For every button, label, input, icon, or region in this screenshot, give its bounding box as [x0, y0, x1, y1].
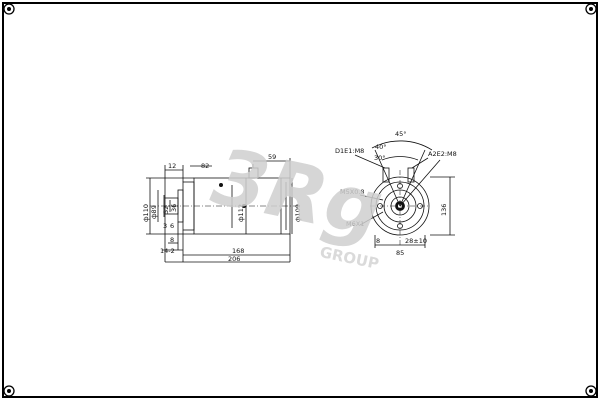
dim-206: 206 — [228, 255, 240, 263]
dim-52: 52 — [162, 206, 170, 214]
terminal-left — [382, 167, 390, 183]
dim-12: 12 — [168, 162, 176, 170]
dim-dia-110: ф110 — [142, 204, 150, 222]
dim-m5: M5X0.8 — [340, 188, 365, 196]
dim-14-2: 14-2 — [160, 247, 175, 255]
dim-d1e1: D1E1:M8 — [335, 147, 364, 155]
dim-136: 136 — [440, 204, 448, 216]
dim-8: 8 — [170, 236, 174, 244]
dim-59: 59 — [268, 153, 276, 161]
dim-angle-30: 30° — [374, 154, 386, 162]
side-view — [146, 158, 300, 263]
corner-bolt-top-right — [585, 3, 597, 15]
dim-28: 28±10 — [405, 237, 427, 245]
dim-6: 6 — [170, 222, 174, 230]
dim-angle-45: 45° — [395, 130, 407, 138]
end-view — [354, 140, 455, 248]
dim-dia-109: ф109 — [294, 204, 302, 222]
dim-85: 85 — [396, 249, 404, 257]
dim-3: 3 — [163, 222, 167, 230]
dim-82: 82 — [201, 162, 209, 170]
dim-dia-112: ф112 — [237, 204, 245, 222]
dim-angle-40: 40° — [375, 143, 387, 151]
dim-8-end: 8 — [376, 237, 380, 245]
corner-bolt-bottom-left — [3, 385, 15, 397]
terminal-stud — [248, 167, 259, 179]
dim-dia-89: ф89 — [150, 205, 158, 219]
dim-36: 36 — [170, 204, 178, 212]
corner-bolt-top-left — [3, 3, 15, 15]
dim-168: 168 — [232, 247, 244, 255]
corner-bolt-bottom-right — [585, 385, 597, 397]
dim-m6: M6X1 — [346, 220, 364, 228]
dim-a2e2: A2E2:M8 — [428, 150, 457, 158]
